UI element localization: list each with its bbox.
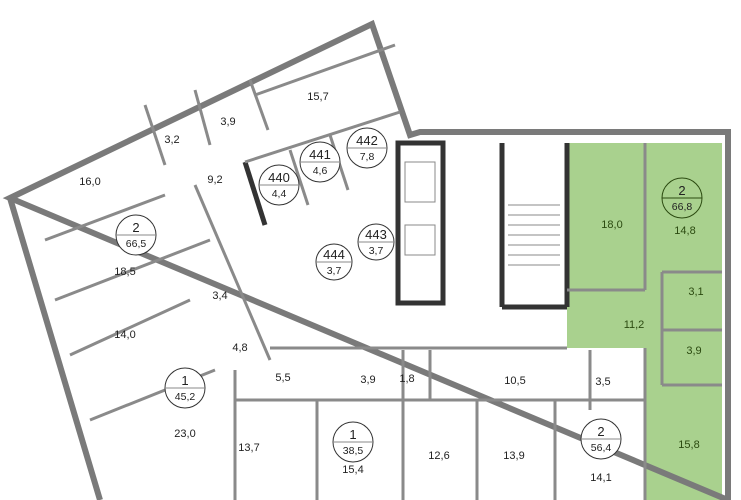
storage-area: 4,4 xyxy=(272,188,287,200)
apartment-rooms: 1 xyxy=(349,427,356,442)
storage-number: 443 xyxy=(365,227,387,242)
room-area: 23,0 xyxy=(174,428,195,440)
left-wing-inner-walls xyxy=(44,43,401,422)
storage-number: 441 xyxy=(309,147,331,162)
room-area: 14,8 xyxy=(674,225,695,237)
apartment-rooms: 1 xyxy=(181,373,188,388)
apartment-badge[interactable]: 138,5 xyxy=(332,421,374,463)
apartment-rooms: 2 xyxy=(132,220,139,235)
apartment-area: 56,4 xyxy=(591,442,612,454)
room-area: 16,0 xyxy=(79,176,100,188)
room-area: 15,4 xyxy=(342,464,363,476)
storage-area: 7,8 xyxy=(360,151,375,163)
room-area: 10,5 xyxy=(504,375,525,387)
room-area: 11,2 xyxy=(624,319,645,331)
room-area: 3,2 xyxy=(164,134,179,146)
left-wing-outer-wall xyxy=(7,197,103,500)
apartment-area: 66,5 xyxy=(126,238,147,250)
room-area: 18,0 xyxy=(601,219,622,231)
room-area: 15,7 xyxy=(307,91,328,103)
room-area: 13,9 xyxy=(503,450,524,462)
apartment-area: 38,5 xyxy=(343,445,364,457)
room-area: 5,5 xyxy=(275,372,290,384)
room-area: 3,9 xyxy=(220,116,235,128)
apartment-area: 66,8 xyxy=(672,201,693,213)
room-area: 3,9 xyxy=(360,374,375,386)
storage-area: 3,7 xyxy=(327,265,342,277)
highlighted-apartment-area[interactable] xyxy=(567,143,722,500)
room-area: 15,8 xyxy=(678,439,699,451)
room-area: 3,5 xyxy=(595,376,610,388)
room-area: 3,1 xyxy=(688,286,703,298)
storage-number: 440 xyxy=(268,170,290,185)
room-area: 3,9 xyxy=(686,345,701,357)
apartment-badge[interactable]: 256,4 xyxy=(580,418,622,460)
storage-area: 4,6 xyxy=(313,165,328,177)
storage-number: 444 xyxy=(323,247,345,262)
room-area: 14,0 xyxy=(114,329,135,341)
apartment-rooms: 2 xyxy=(597,424,604,439)
room-area: 12,6 xyxy=(428,450,449,462)
apartment-rooms: 2 xyxy=(678,183,685,198)
core-walls xyxy=(233,140,722,500)
left-wing-wall xyxy=(2,19,731,500)
apartment-area: 45,2 xyxy=(175,391,196,403)
room-area: 14,1 xyxy=(590,472,611,484)
room-area: 3,4 xyxy=(212,290,227,302)
room-area: 18,5 xyxy=(114,266,135,278)
storage-area: 3,7 xyxy=(369,245,384,257)
apartment-badge[interactable]: 145,2 xyxy=(164,367,206,409)
apartment-badge-highlighted[interactable]: 266,8 xyxy=(661,177,703,219)
apartment-badge[interactable]: 266,5 xyxy=(115,214,157,256)
room-area: 13,7 xyxy=(238,442,259,454)
room-area: 1,8 xyxy=(399,373,414,385)
room-area: 9,2 xyxy=(207,174,222,186)
room-area: 4,8 xyxy=(232,342,247,354)
storage-number: 442 xyxy=(356,133,378,148)
